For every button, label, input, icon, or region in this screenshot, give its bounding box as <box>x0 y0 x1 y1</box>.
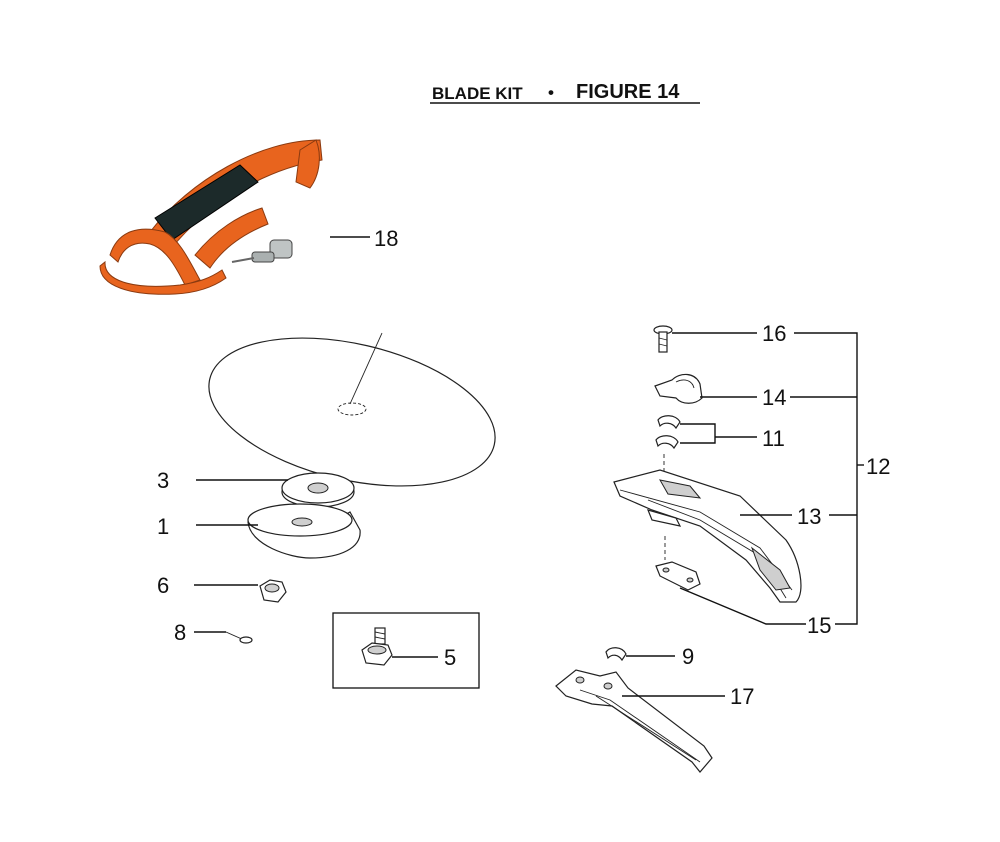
callout-17: 17 <box>730 684 754 709</box>
callout-5: 5 <box>444 645 456 670</box>
callout-14: 14 <box>762 385 786 410</box>
callout-1: 1 <box>157 514 169 539</box>
callout-3: 3 <box>157 468 169 493</box>
part-11-spacers <box>655 415 681 450</box>
part-17-bracket <box>555 669 713 773</box>
leader-11-bracket <box>680 423 716 444</box>
callout-11: 11 <box>762 426 785 451</box>
leader-15 <box>679 587 806 625</box>
part-15-plate <box>655 536 701 591</box>
blade-disc <box>208 332 496 487</box>
part-5-box <box>332 612 480 689</box>
part-3-washer <box>281 472 355 508</box>
callout-15: 15 <box>807 613 831 638</box>
figure-header: BLADE KIT • FIGURE 14 <box>430 81 700 104</box>
leader-12-bracket <box>794 332 858 625</box>
header-separator: • <box>548 83 554 102</box>
callout-13: 13 <box>797 504 821 529</box>
part-18-harness <box>99 139 323 295</box>
callout-6: 6 <box>157 573 169 598</box>
header-title-blade-kit: BLADE KIT <box>432 84 523 103</box>
callout-9: 9 <box>682 644 694 669</box>
part-6-nut <box>259 579 287 603</box>
part-16-screw <box>653 325 673 353</box>
part-13-guard <box>613 454 802 603</box>
callout-12: 12 <box>866 454 890 479</box>
callout-8: 8 <box>174 620 186 645</box>
header-title-figure: FIGURE 14 <box>576 81 680 103</box>
part-1-cup <box>247 503 361 559</box>
part-5-bolt <box>361 627 393 666</box>
part-9-spacer <box>605 647 627 662</box>
part-8-pin <box>225 631 253 644</box>
callout-18: 18 <box>374 226 398 251</box>
callout-16: 16 <box>762 321 786 346</box>
part-14-clamp <box>654 373 703 404</box>
